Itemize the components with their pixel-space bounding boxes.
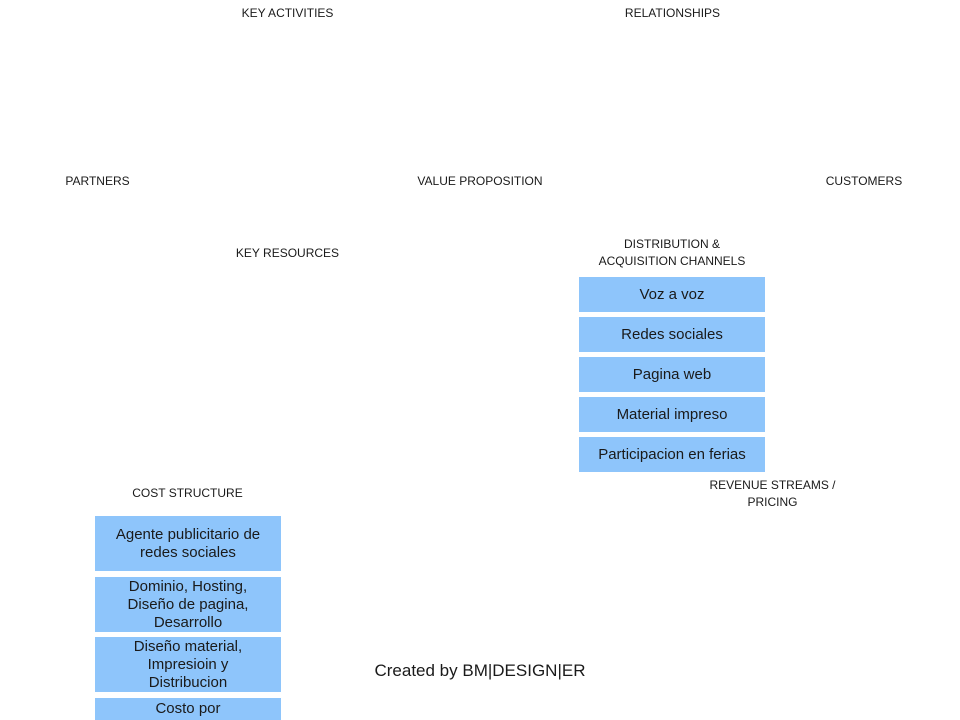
channel-redes-sociales: Redes sociales (579, 317, 765, 352)
section-value-proposition: VALUE PROPOSITION (417, 174, 543, 188)
section-key-activities: KEY ACTIVITIES (241, 6, 334, 20)
section-revenue-streams: REVENUE STREAMS / PRICING (709, 478, 836, 509)
cost-dominio-hosting: Dominio, Hosting, Diseño de pagina, Desa… (95, 577, 281, 632)
channel-pagina-web: Pagina web (579, 357, 765, 392)
cost-agente-publicitario: Agente publicitario de redes sociales (95, 516, 281, 571)
footer-credit: Created by BM|DESIGN|ER (374, 661, 586, 680)
section-partners: PARTNERS (65, 174, 130, 188)
cost-diseno-material: Diseño material, Impresioin y Distribuci… (95, 637, 281, 692)
section-relationships: RELATIONSHIPS (624, 6, 721, 20)
cost-participacion-ferias: Costo por participacion en ferias (95, 698, 281, 720)
channel-voz-a-voz: Voz a voz (579, 277, 765, 312)
section-key-resources: KEY RESOURCES (235, 246, 340, 260)
section-distribution-channels: DISTRIBUTION & ACQUISITION CHANNELS (598, 237, 746, 268)
channel-participacion-ferias: Participacion en ferias (579, 437, 765, 472)
section-customers: CUSTOMERS (825, 174, 903, 188)
section-cost-structure: COST STRUCTURE (132, 486, 243, 500)
channel-material-impreso: Material impreso (579, 397, 765, 432)
